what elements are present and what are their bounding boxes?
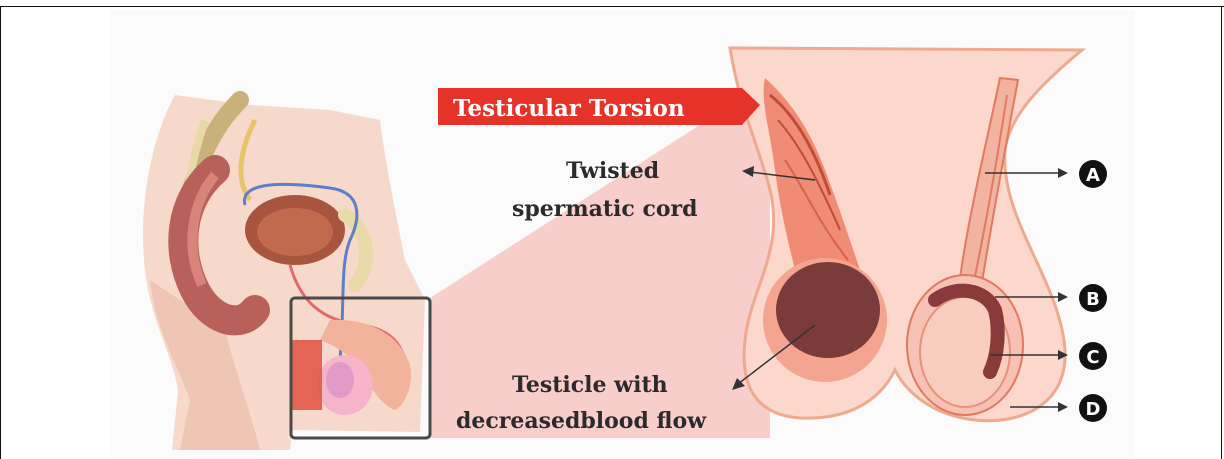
label-twisted-line2: spermatic cord xyxy=(512,196,698,222)
marker-b-letter: B xyxy=(1086,289,1100,310)
sagittal-body xyxy=(143,95,425,450)
title-text: Testicular Torsion xyxy=(453,95,685,122)
marker-d-letter: D xyxy=(1086,399,1101,420)
label-testicle-line2: decreasedblood flow xyxy=(456,408,707,434)
title-badge: Testicular Torsion xyxy=(438,88,760,125)
scrotum-red-area xyxy=(292,340,322,410)
label-testicle-line1: Testicle with xyxy=(512,372,668,398)
testis-small-inner xyxy=(326,362,354,398)
marker-a-letter: A xyxy=(1086,165,1100,186)
marker-c-letter: C xyxy=(1086,347,1099,368)
label-twisted-line1: Twisted xyxy=(566,158,659,184)
bladder-inner xyxy=(257,208,333,256)
